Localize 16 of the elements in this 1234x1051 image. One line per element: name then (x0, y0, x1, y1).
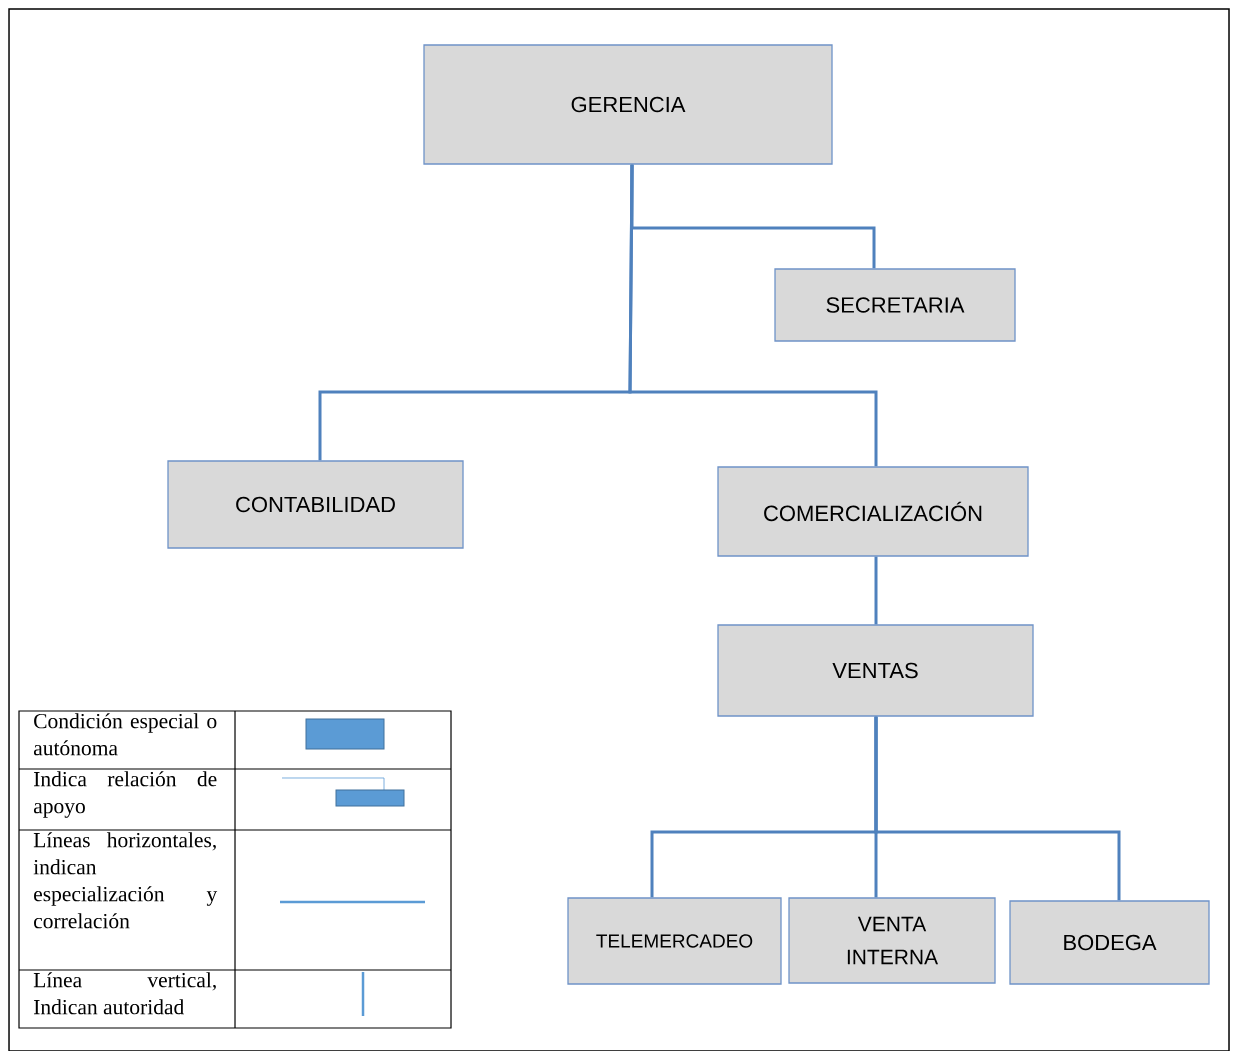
org-box: CONTABILIDAD (167, 460, 464, 549)
org-box: SECRETARIA (774, 268, 1016, 342)
org-box: COMERCIALIZACIÓN (717, 466, 1029, 557)
org-box: BODEGA (1009, 900, 1210, 985)
org-box: GERENCIA (423, 44, 833, 165)
legend-text: Línea vertical, Indican autoridad (33, 972, 216, 1015)
connector-line (628, 164, 878, 467)
connector-line (874, 556, 878, 625)
org-box: TELEMERCADEO (567, 897, 782, 985)
connector-line (874, 716, 1121, 901)
org-box: VENTA INTERNA (788, 897, 996, 984)
legend-text: Líneas horizontales, indican especialización y correlación (33, 832, 218, 929)
connector-line (630, 164, 876, 269)
legend-text: Indica relación de apoyo (33, 771, 217, 818)
org-box: VENTAS (717, 624, 1034, 717)
legend-text: Condición especial o autónoma (33, 713, 217, 756)
